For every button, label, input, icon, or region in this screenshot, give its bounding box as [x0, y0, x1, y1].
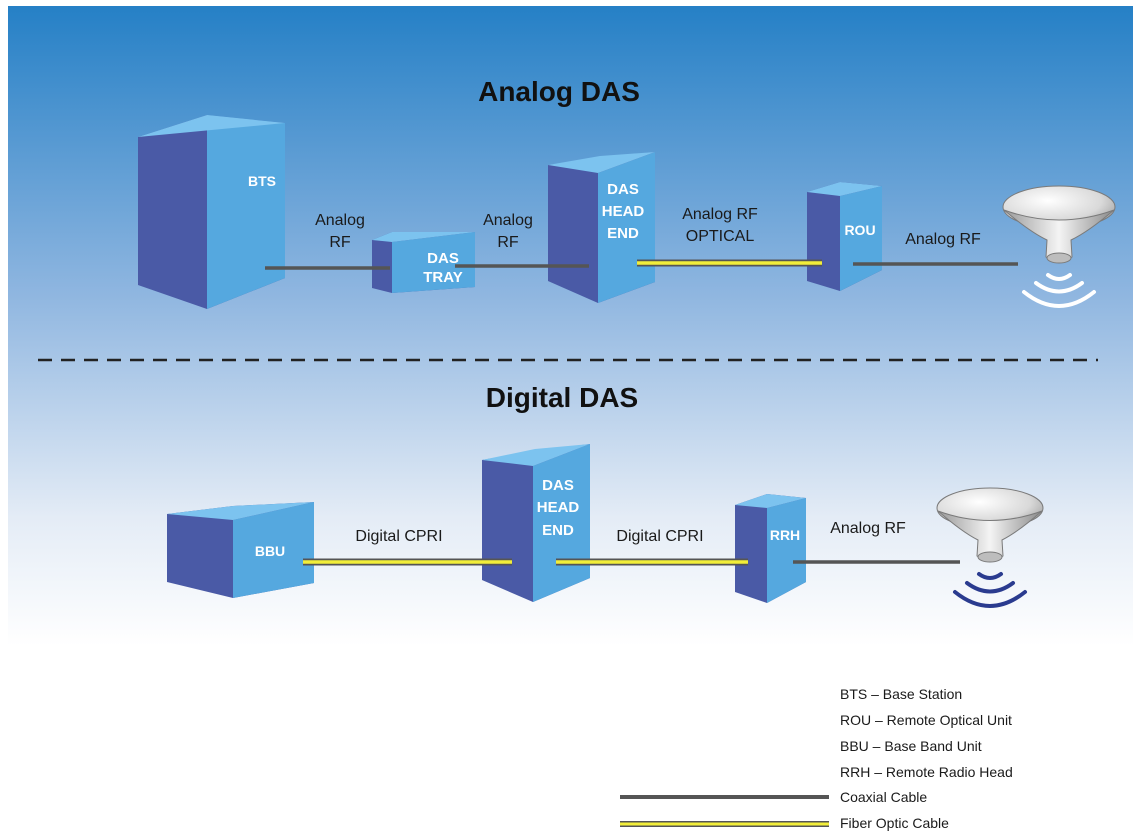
analog-link3-label-1: Analog RF [682, 206, 758, 223]
analog-link3-label-2: OPTICAL [686, 228, 755, 245]
das-tray-unit [372, 232, 475, 293]
digital-link3-label: Analog RF [830, 520, 906, 537]
digital-head-end-label-2: HEAD [537, 499, 580, 516]
digital-head-end-label-1: DAS [542, 477, 574, 494]
analog-das-head-end [548, 152, 655, 303]
das-tray-label-1: DAS [427, 250, 459, 267]
digital-link1-label: Digital CPRI [355, 528, 442, 545]
analog-link2-label-1: Analog [483, 212, 533, 229]
analog-head-end-label-3: END [607, 225, 639, 242]
analog-link2-label-2: RF [497, 234, 519, 251]
legend-coax: Coaxial Cable [840, 789, 928, 805]
digital-signal-waves-icon [953, 572, 1027, 608]
rrh-unit [735, 494, 806, 603]
analog-link1-label-1: Analog [315, 212, 365, 229]
legend-bbu: BBU – Base Band Unit [840, 738, 982, 754]
das-tray-label-2: TRAY [423, 269, 462, 286]
digital-link2-label: Digital CPRI [616, 528, 703, 545]
analog-link4-label: Analog RF [905, 231, 981, 248]
analog-das-title: Analog DAS [478, 76, 640, 107]
digital-head-end-label-3: END [542, 522, 574, 539]
rou-label: ROU [844, 222, 875, 238]
bbu-unit [167, 502, 314, 598]
digital-das-title: Digital DAS [486, 382, 638, 413]
analog-antenna-icon [1002, 185, 1116, 264]
analog-head-end-label-1: DAS [607, 181, 639, 198]
bts-cabinet [138, 115, 285, 309]
digital-antenna-icon [936, 487, 1044, 563]
analog-link1-label-2: RF [329, 234, 351, 251]
legend-fiber: Fiber Optic Cable [840, 815, 949, 831]
legend-rrh: RRH – Remote Radio Head [840, 764, 1013, 780]
legend-rou: ROU – Remote Optical Unit [840, 712, 1012, 728]
bbu-label: BBU [255, 543, 285, 559]
analog-signal-waves-icon [1022, 273, 1096, 308]
rrh-label: RRH [770, 527, 800, 543]
bts-label: BTS [248, 173, 276, 189]
analog-head-end-label-2: HEAD [602, 203, 645, 220]
legend-bts: BTS – Base Station [840, 686, 963, 702]
